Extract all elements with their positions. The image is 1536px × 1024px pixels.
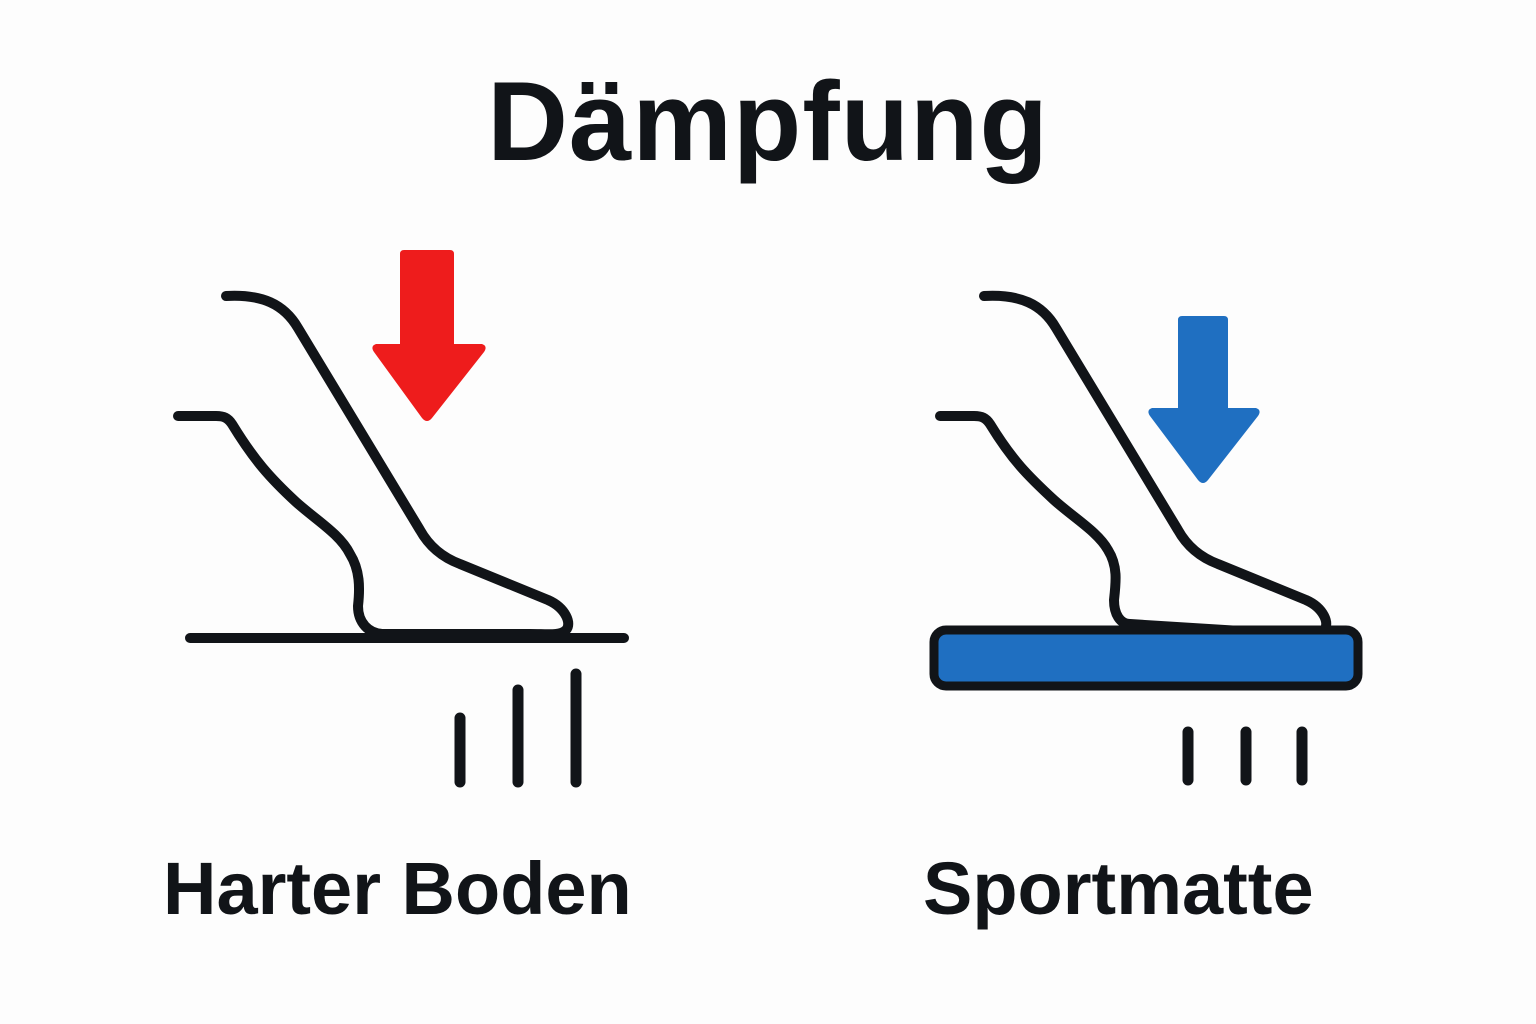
foot-icon	[935, 290, 1332, 640]
impact-lines-icon	[454, 668, 582, 788]
panel-hard-floor	[173, 250, 629, 788]
panel-label-sports-mat: Sportmatte	[923, 847, 1314, 930]
panel-label-hard-floor: Harter Boden	[163, 847, 632, 930]
foot-icon	[173, 290, 574, 640]
impact-lines-icon	[1182, 726, 1308, 786]
panel-sports-mat	[929, 290, 1363, 786]
down-arrow-icon	[1148, 316, 1260, 483]
page-title: Dämpfung	[487, 59, 1049, 184]
mat-icon	[929, 625, 1363, 691]
down-arrow-icon	[372, 250, 486, 421]
